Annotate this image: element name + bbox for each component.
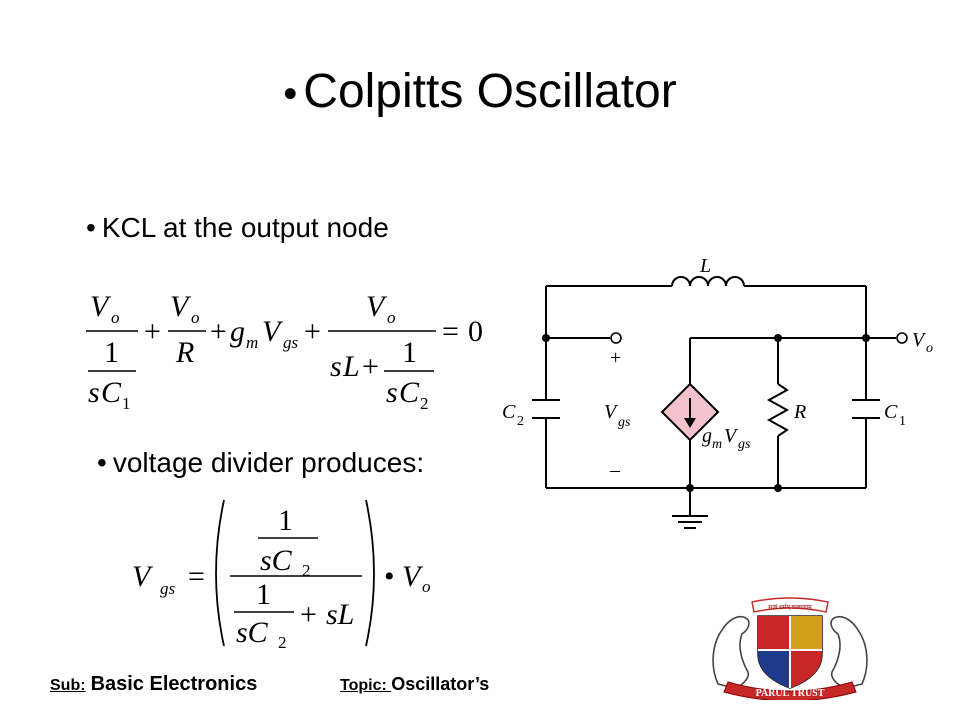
svg-text:2: 2 xyxy=(517,414,524,429)
bullet-dot: • xyxy=(86,212,96,243)
top-banner xyxy=(751,597,829,613)
divider-equation: V gs = 1 sC 2 1 sC 2 + sL • V o xyxy=(132,499,431,652)
svg-text:+: + xyxy=(304,315,321,348)
svg-text:2: 2 xyxy=(420,394,429,413)
bullet-kcl-text: KCL at the output node xyxy=(101,212,389,243)
colpitts-circuit: L V o C 2 C 1 V gs g m V gs R + – xyxy=(502,255,933,529)
footer-subject: Sub: Basic Electronics xyxy=(50,672,257,698)
svg-text:o: o xyxy=(422,577,431,596)
svg-text:+: + xyxy=(210,315,227,348)
svg-text:s: s xyxy=(330,350,342,383)
svg-text:V: V xyxy=(724,425,739,447)
svg-text:1: 1 xyxy=(104,336,119,369)
slide-title: •Colpitts Oscillator xyxy=(0,62,960,124)
svg-text:gs: gs xyxy=(283,333,299,352)
bullet-dot: • xyxy=(97,447,107,478)
svg-text:gs: gs xyxy=(618,415,631,430)
bullet-dot: • xyxy=(283,72,298,116)
svg-text:C: C xyxy=(399,376,420,409)
svg-text:o: o xyxy=(111,308,120,327)
svg-text:2: 2 xyxy=(302,561,311,580)
resistor-zigzag xyxy=(766,383,790,437)
footer-topic: Topic: Oscillator’s xyxy=(340,672,489,698)
kcl-equation: V o 1 s C 1 + V o R + g m V gs + V o s L… xyxy=(86,290,483,413)
svg-text:gs: gs xyxy=(738,437,751,452)
svg-text:o: o xyxy=(387,308,396,327)
svg-text:2: 2 xyxy=(278,633,287,652)
bullet-divider-text: voltage divider produces: xyxy=(112,447,425,478)
banner-bottom-text: PARUL TRUST xyxy=(756,688,825,699)
svg-text:1: 1 xyxy=(402,336,417,369)
label-c2: C xyxy=(502,401,516,423)
bullet-kcl: •KCL at the output node xyxy=(86,211,389,245)
svg-text:+: + xyxy=(144,315,161,348)
inductor-coil xyxy=(671,276,745,287)
svg-text:sC: sC xyxy=(236,616,269,649)
footer-topic-label: Topic: xyxy=(340,677,392,694)
svg-text:1: 1 xyxy=(278,504,293,537)
svg-text:sC: sC xyxy=(260,544,293,577)
lion-left-icon xyxy=(712,615,750,689)
svg-text:•: • xyxy=(384,560,395,593)
svg-text:V: V xyxy=(402,560,424,593)
label-vgs: V xyxy=(604,401,619,423)
svg-text:+: + xyxy=(300,598,317,631)
svg-text:C: C xyxy=(101,376,122,409)
svg-text:L: L xyxy=(342,350,360,383)
output-terminal xyxy=(896,332,908,344)
svg-text:m: m xyxy=(246,333,258,352)
bullet-divider: •voltage divider produces: xyxy=(97,446,424,480)
svg-text:1: 1 xyxy=(899,414,906,429)
label-inductor: L xyxy=(699,255,711,277)
svg-text:V: V xyxy=(262,315,284,348)
svg-text:gs: gs xyxy=(160,579,176,598)
svg-text:o: o xyxy=(191,308,200,327)
svg-text:R: R xyxy=(175,336,194,369)
parul-trust-logo: सत्यं धर्मम् कल्याणम् PARUL TRUST xyxy=(712,597,868,700)
footer-subject-label: Sub: xyxy=(50,677,86,694)
svg-text:=: = xyxy=(188,560,205,593)
slide-title-text: Colpitts Oscillator xyxy=(303,65,677,118)
svg-text:1: 1 xyxy=(122,394,131,413)
label-output: V xyxy=(912,329,927,351)
svg-text:g: g xyxy=(230,315,245,348)
svg-text:m: m xyxy=(712,437,722,452)
svg-text:0: 0 xyxy=(468,315,483,348)
svg-text:sL: sL xyxy=(326,598,354,631)
label-c1: C xyxy=(884,401,898,423)
vgs-terminal xyxy=(610,332,622,344)
footer-topic-value: Oscillator’s xyxy=(391,674,490,694)
svg-text:V: V xyxy=(170,290,192,323)
label-minus: – xyxy=(609,459,621,481)
lion-right-icon xyxy=(830,615,868,689)
svg-text:V: V xyxy=(366,290,388,323)
svg-text:o: o xyxy=(926,341,933,356)
svg-text:s: s xyxy=(88,376,100,409)
label-resistor: R xyxy=(793,401,806,423)
svg-text:s: s xyxy=(386,376,398,409)
svg-text:=: = xyxy=(442,315,459,348)
banner-top-text: सत्यं धर्मम् कल्याणम् xyxy=(768,603,812,611)
label-gm: g xyxy=(702,425,712,447)
label-plus: + xyxy=(610,347,621,369)
svg-text:+: + xyxy=(362,350,379,383)
arrow-down-icon xyxy=(684,398,696,428)
kcl-num-v: V xyxy=(90,290,112,323)
bottom-banner xyxy=(723,681,857,700)
svg-text:V: V xyxy=(132,560,154,593)
footer-subject-value: Basic Electronics xyxy=(90,673,258,695)
svg-text:1: 1 xyxy=(256,578,271,611)
